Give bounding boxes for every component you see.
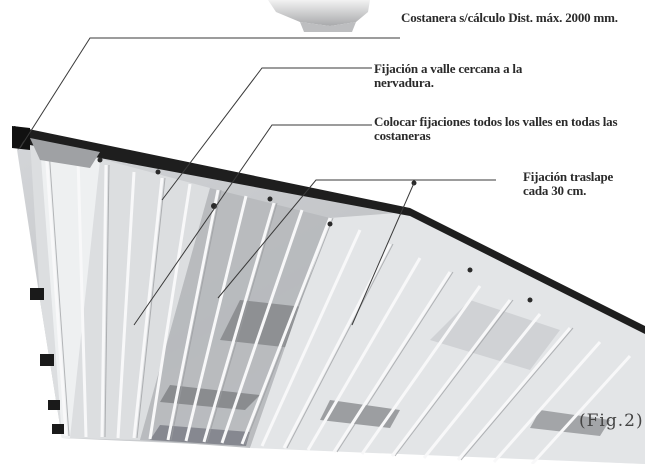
label-costanera: Costanera s/cálculo Dist. máx. 2000 mm. [401,10,618,25]
label-fijacion-valle: Fijación a valle cercana a la nervadura. [374,61,523,90]
purlin-brackets [30,288,64,434]
purlin-edge [14,126,645,334]
sheet-ribs [44,149,632,464]
purlin-top [268,0,370,32]
label-colocar-fijaciones: Colocar fijaciones todos los valles en t… [374,114,618,143]
figure-number: (Fig.2) [579,411,644,431]
leader-lines [19,37,496,326]
label-fijacion-traslape: Fijación traslape cada 30 cm. [523,169,614,198]
